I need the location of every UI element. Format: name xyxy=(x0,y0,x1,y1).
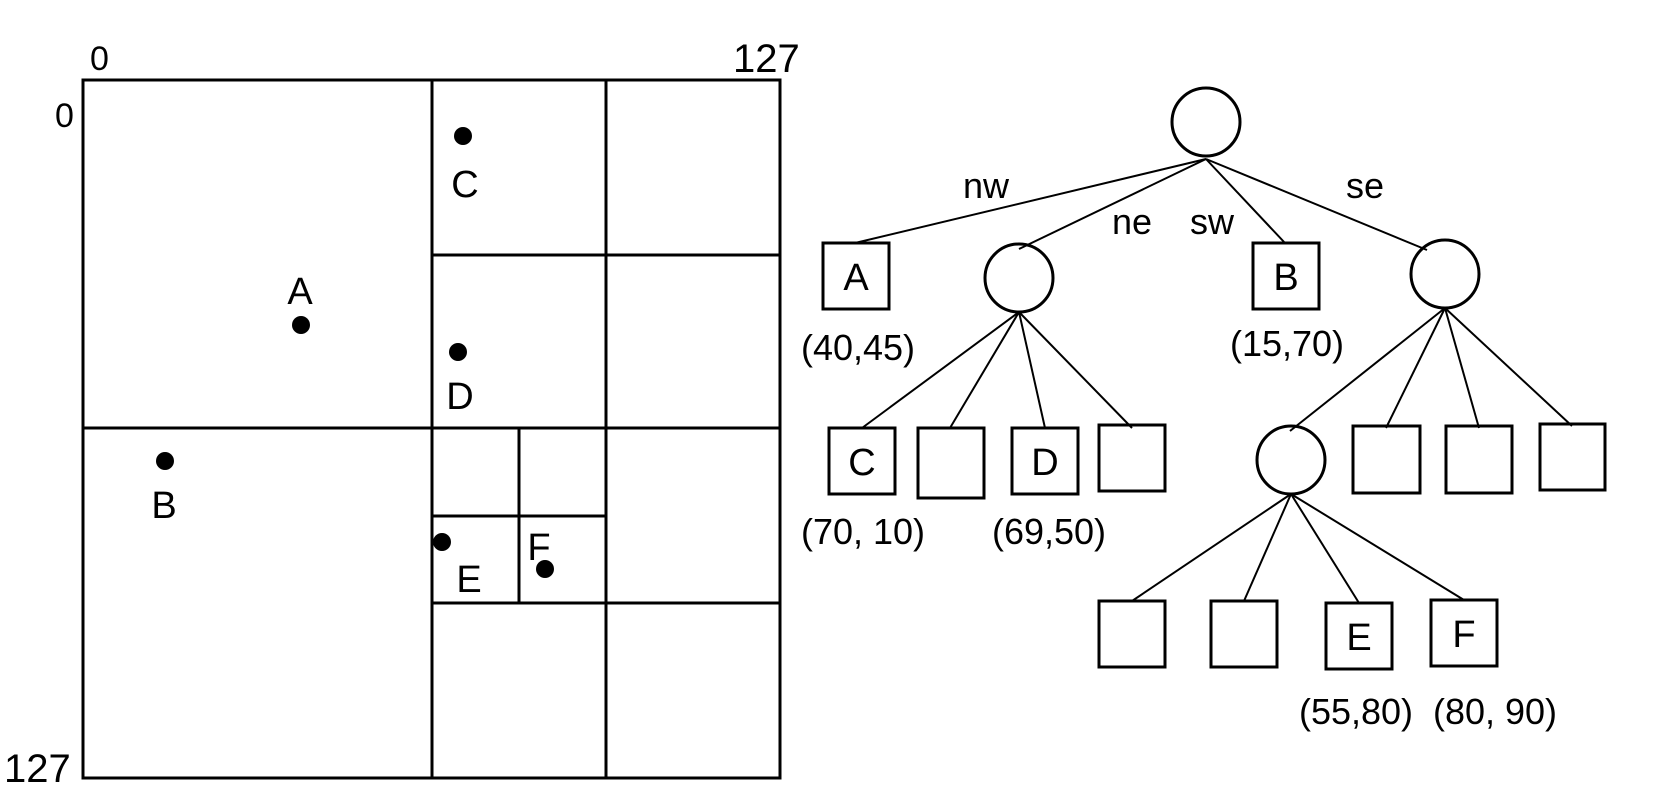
leaf-d-coords: (69,50) xyxy=(992,511,1106,552)
leaf-empty-ne-4 xyxy=(1097,423,1167,493)
leaf-b-box xyxy=(1251,241,1321,311)
leaf-empty-se-3 xyxy=(1444,424,1514,495)
point-d-label: D xyxy=(446,376,473,418)
edge-root-se xyxy=(1205,158,1428,251)
edge-se-inner xyxy=(1289,307,1446,432)
leaf-f-box xyxy=(1429,598,1499,668)
point-c-label: C xyxy=(451,164,478,206)
tree-edge-labels: nw ne sw se xyxy=(963,165,1384,242)
tree-node-se xyxy=(1409,238,1481,310)
edge-root-ne xyxy=(1018,158,1207,250)
leaf-a-label: A xyxy=(843,257,869,299)
edge-label-sw: sw xyxy=(1190,201,1235,242)
point-e-label: E xyxy=(456,559,481,601)
tree-edges xyxy=(854,158,1573,604)
y-axis-end-label: 127 xyxy=(4,747,71,791)
leaf-c-box xyxy=(827,426,897,496)
grid-axis-labels: 0 127 0 127 xyxy=(4,37,800,791)
edge-inner-empty-2 xyxy=(1243,493,1292,602)
point-f-label: F xyxy=(527,527,550,569)
region-grid xyxy=(81,78,782,780)
leaf-f-coords: (80, 90) xyxy=(1433,691,1557,732)
leaf-c-label: C xyxy=(848,442,875,484)
leaf-f-label: F xyxy=(1452,614,1475,656)
leaf-e-label: E xyxy=(1346,617,1371,659)
leaf-empty-se-4 xyxy=(1538,422,1607,492)
leaf-a-coords: (40,45) xyxy=(801,327,915,368)
point-e-dot xyxy=(433,533,451,551)
edge-label-se: se xyxy=(1346,165,1384,206)
tree-node-se-nw xyxy=(1255,424,1327,496)
edge-ne-empty xyxy=(949,311,1020,429)
leaf-empty-inner-1 xyxy=(1097,599,1167,669)
leaf-empty-inner-2 xyxy=(1209,599,1279,669)
leaf-c-coords: (70, 10) xyxy=(801,511,925,552)
point-b-label: B xyxy=(151,485,176,527)
leaf-e-coords: (55,80) xyxy=(1299,691,1413,732)
tree-internal-nodes xyxy=(983,86,1481,496)
y-axis-start-label: 0 xyxy=(55,97,74,135)
leaf-empty-ne-2 xyxy=(916,426,986,500)
point-b-dot xyxy=(156,452,174,470)
edge-ne-d xyxy=(1018,311,1046,429)
x-axis-end-label: 127 xyxy=(733,37,800,81)
edge-inner-e xyxy=(1290,493,1360,604)
leaf-b-coords: (15,70) xyxy=(1230,323,1344,364)
edge-label-nw: nw xyxy=(963,165,1010,206)
point-a-dot xyxy=(292,316,310,334)
tree-root-node xyxy=(1170,86,1242,158)
leaf-empty-se-2 xyxy=(1351,424,1422,495)
edge-label-ne: ne xyxy=(1112,201,1152,242)
edge-ne-empty-2 xyxy=(1018,311,1133,429)
tree-leaves: A (40,45) B (15,70) C (70, 10) D (69,50)… xyxy=(801,241,1607,732)
edge-inner-empty-1 xyxy=(1131,493,1292,602)
edge-se-empty-3 xyxy=(1444,307,1573,427)
leaf-e-box xyxy=(1324,601,1394,671)
edge-ne-c xyxy=(861,311,1020,429)
x-axis-start-label: 0 xyxy=(90,40,109,78)
leaf-d-label: D xyxy=(1031,442,1058,484)
tree-node-ne xyxy=(983,242,1055,314)
leaf-a-box xyxy=(821,241,891,311)
point-a-label: A xyxy=(287,271,313,313)
leaf-b-label: B xyxy=(1273,257,1298,299)
leaf-d-box xyxy=(1010,426,1080,496)
edge-root-b xyxy=(1205,158,1286,244)
edge-se-empty-1 xyxy=(1385,307,1446,429)
point-d-dot xyxy=(449,343,467,361)
point-c-dot xyxy=(454,127,472,145)
edge-se-empty-2 xyxy=(1444,307,1480,429)
grid-points: A B C D E F xyxy=(151,127,554,601)
edge-root-a xyxy=(854,158,1207,244)
point-f-dot xyxy=(536,560,554,578)
edge-inner-f xyxy=(1290,493,1465,601)
